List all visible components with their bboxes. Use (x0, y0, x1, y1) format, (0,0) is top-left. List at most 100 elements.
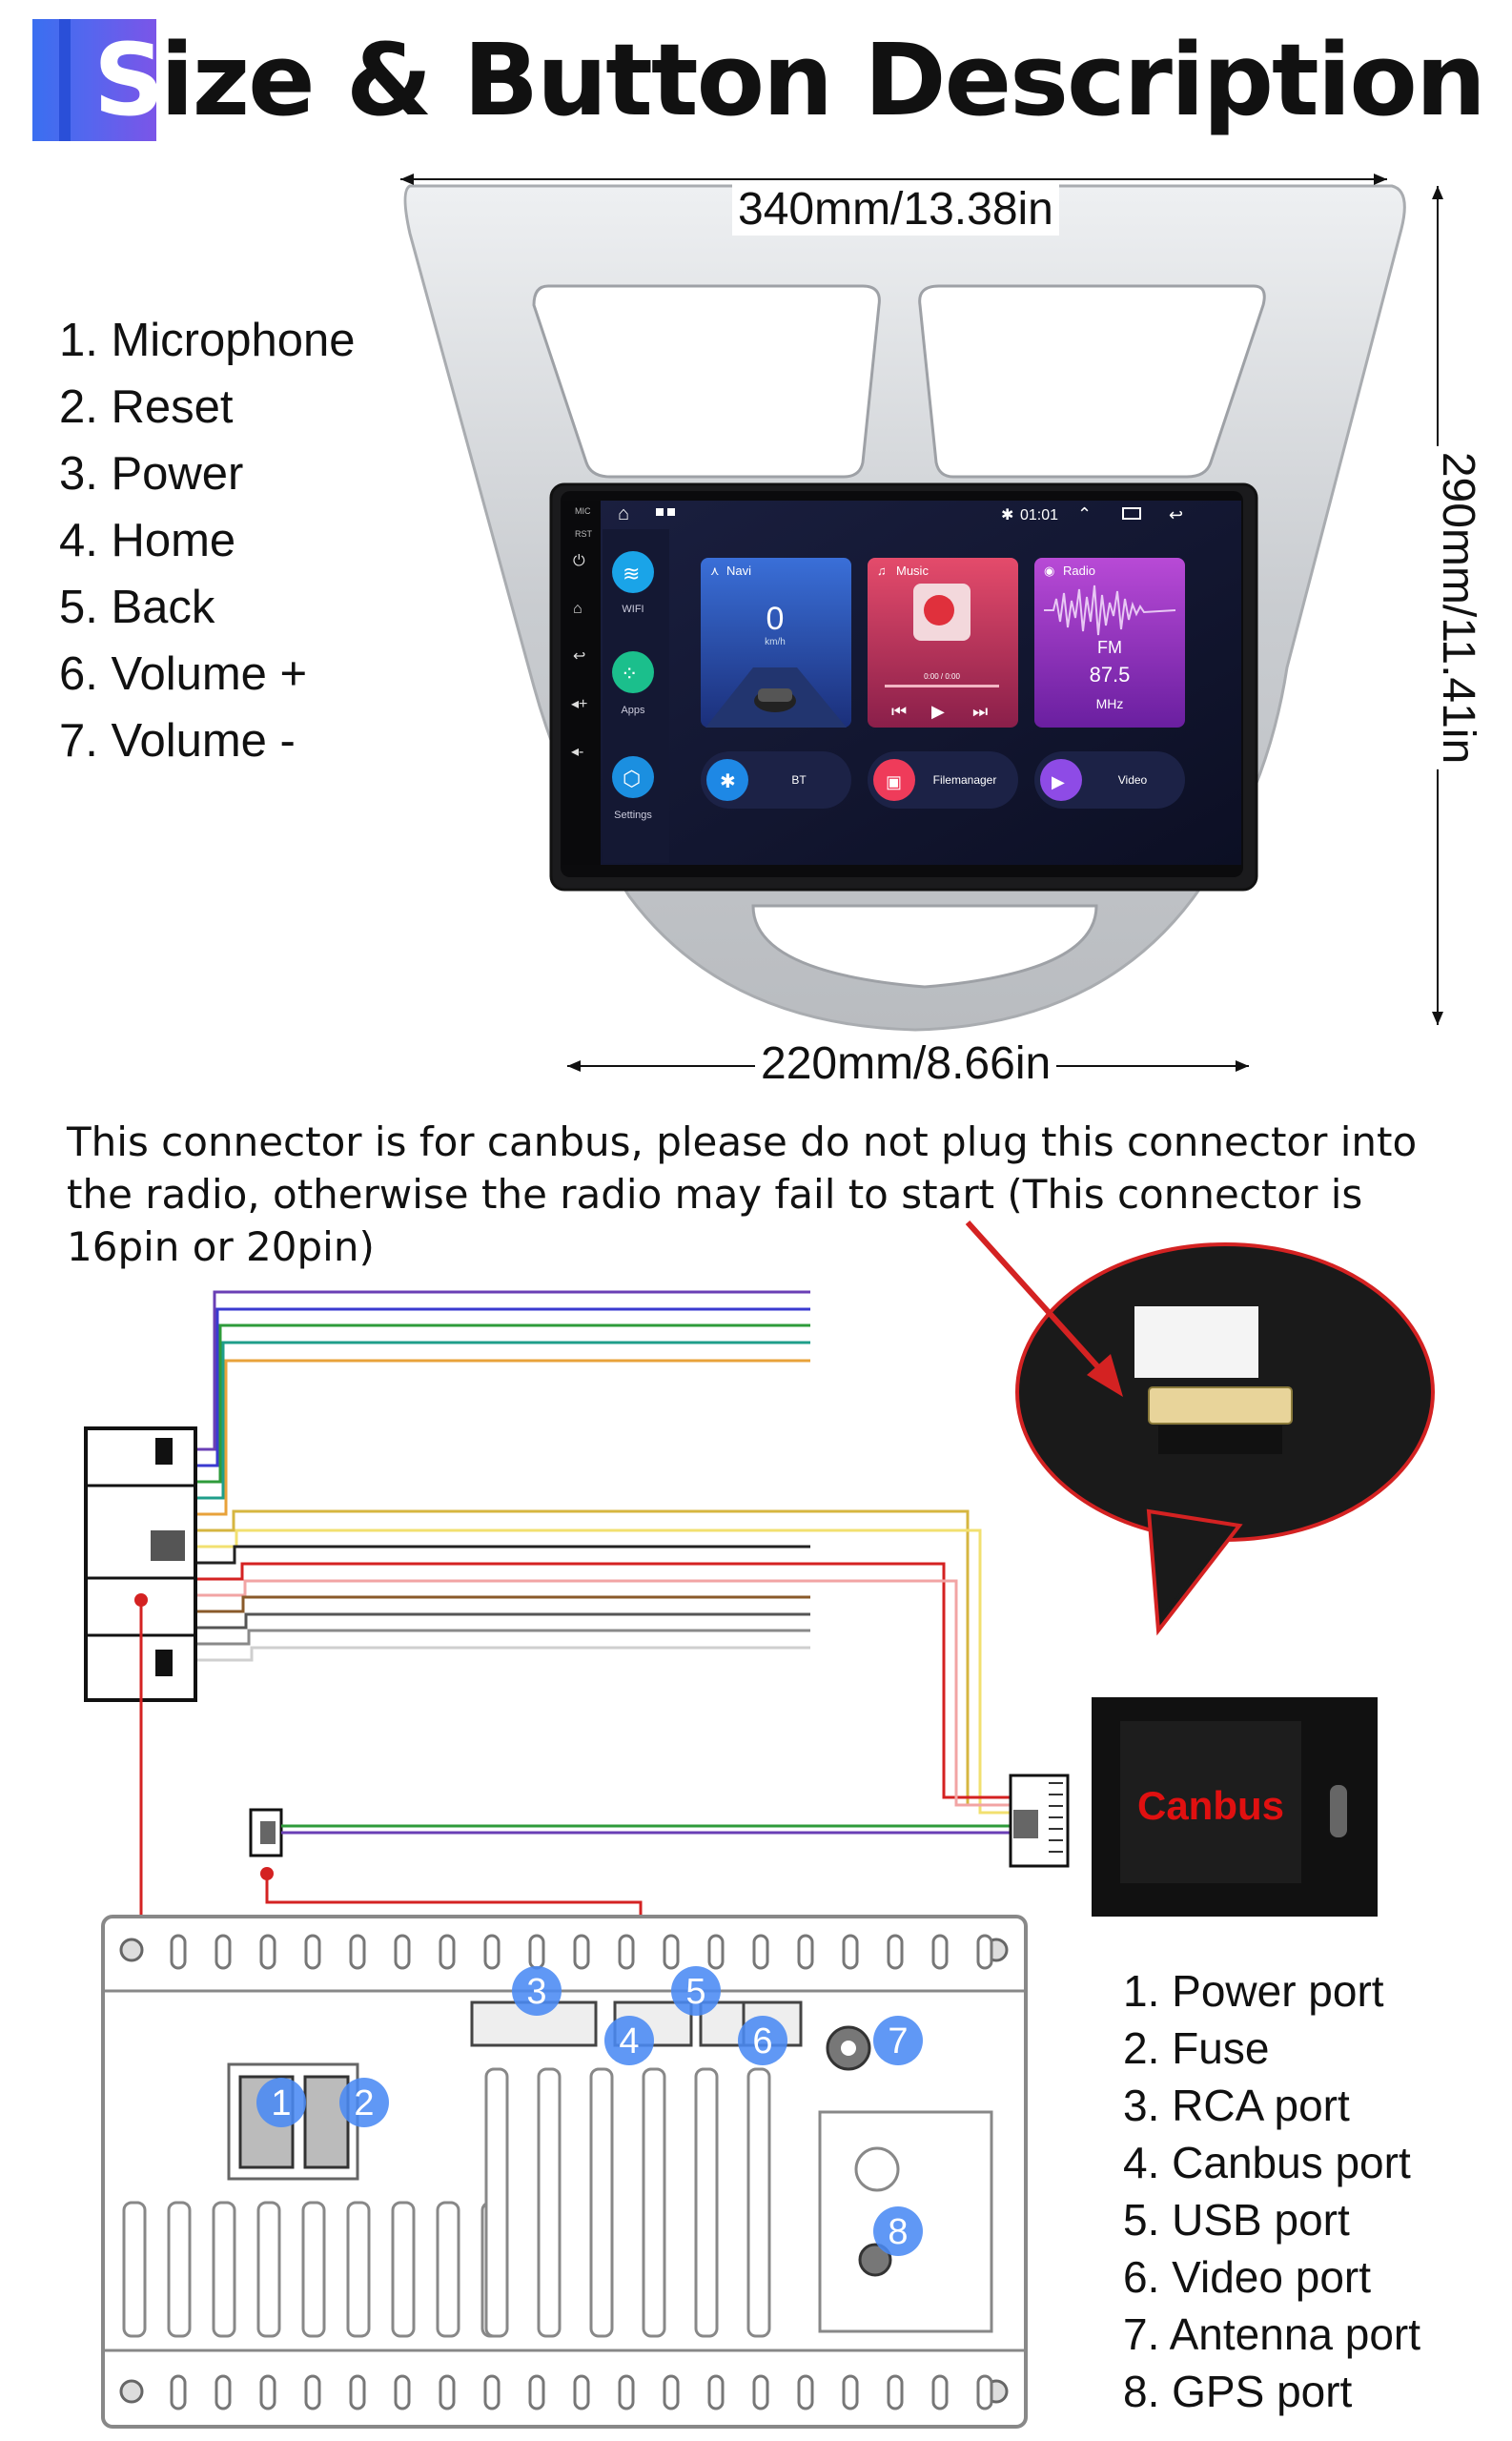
port-marker (873, 2016, 923, 2065)
gps-port (858, 2243, 892, 2277)
vent-slot (484, 2067, 509, 2338)
wifi-icon[interactable] (612, 551, 654, 593)
port-marker-label: 8 (888, 2212, 908, 2252)
canbus-label: Canbus (1137, 1783, 1284, 1828)
music-title: Music (896, 564, 929, 578)
vent-slot (663, 2374, 680, 2410)
music-note-icon: ♫ (877, 564, 887, 578)
svg-text:⁘: ⁘ (621, 662, 638, 686)
vent-slot (618, 1934, 635, 1970)
vent-slot (215, 2374, 232, 2410)
up-icon: ⌃ (1077, 504, 1092, 523)
volume-up-icon[interactable]: ◂+ (571, 696, 587, 712)
port-marker-label: 6 (752, 2021, 772, 2062)
port-item: 1. Power port (1123, 1966, 1384, 2016)
port-marker (339, 2078, 389, 2127)
volume-down-icon[interactable]: ◂- (571, 744, 583, 760)
radio-icon: ◉ (1044, 564, 1054, 578)
wire (195, 1290, 810, 1451)
wire (195, 1323, 810, 1484)
wire (195, 1509, 1015, 1807)
button-item: 4. Home (59, 515, 236, 566)
svg-text:⬡: ⬡ (623, 767, 641, 790)
vent-slot (483, 2374, 501, 2410)
button-item: 5. Back (59, 582, 215, 633)
vent-slot (436, 2201, 460, 2338)
vent-slot (349, 2374, 366, 2410)
folder-icon (873, 759, 915, 801)
port-item: 2. Fuse (1123, 2023, 1270, 2073)
port-marker-label: 3 (526, 1972, 546, 2012)
home-icon[interactable]: ⌂ (573, 601, 582, 617)
svg-text:▣: ▣ (886, 772, 902, 791)
note-line: 16pin or 20pin) (67, 1223, 375, 1270)
vent-slot (394, 2374, 411, 2410)
port-marker-label: 5 (685, 1972, 705, 2012)
port-marker-label: 4 (619, 2021, 639, 2062)
vent-slot (746, 2067, 771, 2338)
wire (195, 1595, 810, 1613)
vent-slot (752, 2374, 769, 2410)
vent-slot (752, 1934, 769, 1970)
vent-slot (976, 2374, 993, 2410)
bt-label: BT (791, 773, 807, 787)
vent-slot (212, 2201, 236, 2338)
vent-slot (528, 1934, 545, 1970)
radio-card[interactable] (1034, 558, 1185, 728)
port-marker-label: 2 (354, 2083, 374, 2123)
rst-label: RST (575, 529, 593, 539)
vent-slot (304, 2374, 321, 2410)
status-time: 01:01 (1020, 507, 1058, 523)
page-title: ize & Button Description (160, 22, 1486, 138)
button-list: 1. Microphone 2. Reset 3. Power 4. Home … (59, 307, 356, 774)
title-first-letter: S (93, 22, 165, 138)
settings-icon[interactable] (612, 756, 654, 798)
wire-harness (195, 1290, 1015, 1815)
vent-slot (707, 2374, 725, 2410)
video-label: Video (1118, 773, 1148, 787)
button-item: 1. Microphone (59, 315, 356, 366)
wire (195, 1341, 810, 1500)
wire (195, 1307, 810, 1467)
vent-slot (663, 1934, 680, 1970)
apps-icon[interactable] (612, 651, 654, 693)
vent-slot (589, 2067, 614, 2338)
home-status-icon: ⌂ (618, 503, 629, 524)
navi-card[interactable] (701, 558, 851, 728)
vent-slot (346, 2201, 371, 2338)
note-line: the radio, otherwise the radio may fail … (67, 1171, 1363, 1218)
filemanager-label: Filemanager (933, 773, 997, 787)
next-track-icon[interactable]: ⏭ (972, 702, 988, 721)
power-icon[interactable]: ⏻ (573, 553, 585, 569)
vent-slot (618, 2374, 635, 2410)
play-icon[interactable]: ▶ (931, 702, 945, 721)
vent-slot (301, 2201, 326, 2338)
button-item: 6. Volume + (59, 648, 308, 700)
svg-text:≋: ≋ (623, 562, 640, 585)
harness-connector (84, 1426, 197, 1702)
vent-slot (707, 1934, 725, 1970)
vent-slot (797, 2374, 814, 2410)
vent-slots-middle (122, 2067, 771, 2338)
vent-slot (349, 1934, 366, 1970)
vent-slot (642, 2067, 666, 2338)
wire (195, 1562, 1015, 1799)
vent-slot (537, 2067, 562, 2338)
port-marker (604, 2016, 654, 2065)
vent-slot (391, 2201, 416, 2338)
prev-track-icon[interactable]: ⏮ (891, 702, 907, 721)
button-item: 2. Reset (59, 381, 234, 433)
back-icon[interactable]: ↩ (573, 648, 585, 665)
port-marker (671, 1966, 721, 2016)
vent-slot (887, 2374, 904, 2410)
vent-slots-top (170, 1934, 993, 1970)
port-marker (256, 2078, 306, 2127)
port-marker (738, 2016, 787, 2065)
vent-slot (887, 1934, 904, 1970)
vent-slot (483, 1934, 501, 1970)
wire (195, 1359, 810, 1516)
port-marker (512, 1966, 562, 2016)
svg-text:✱: ✱ (720, 771, 736, 792)
